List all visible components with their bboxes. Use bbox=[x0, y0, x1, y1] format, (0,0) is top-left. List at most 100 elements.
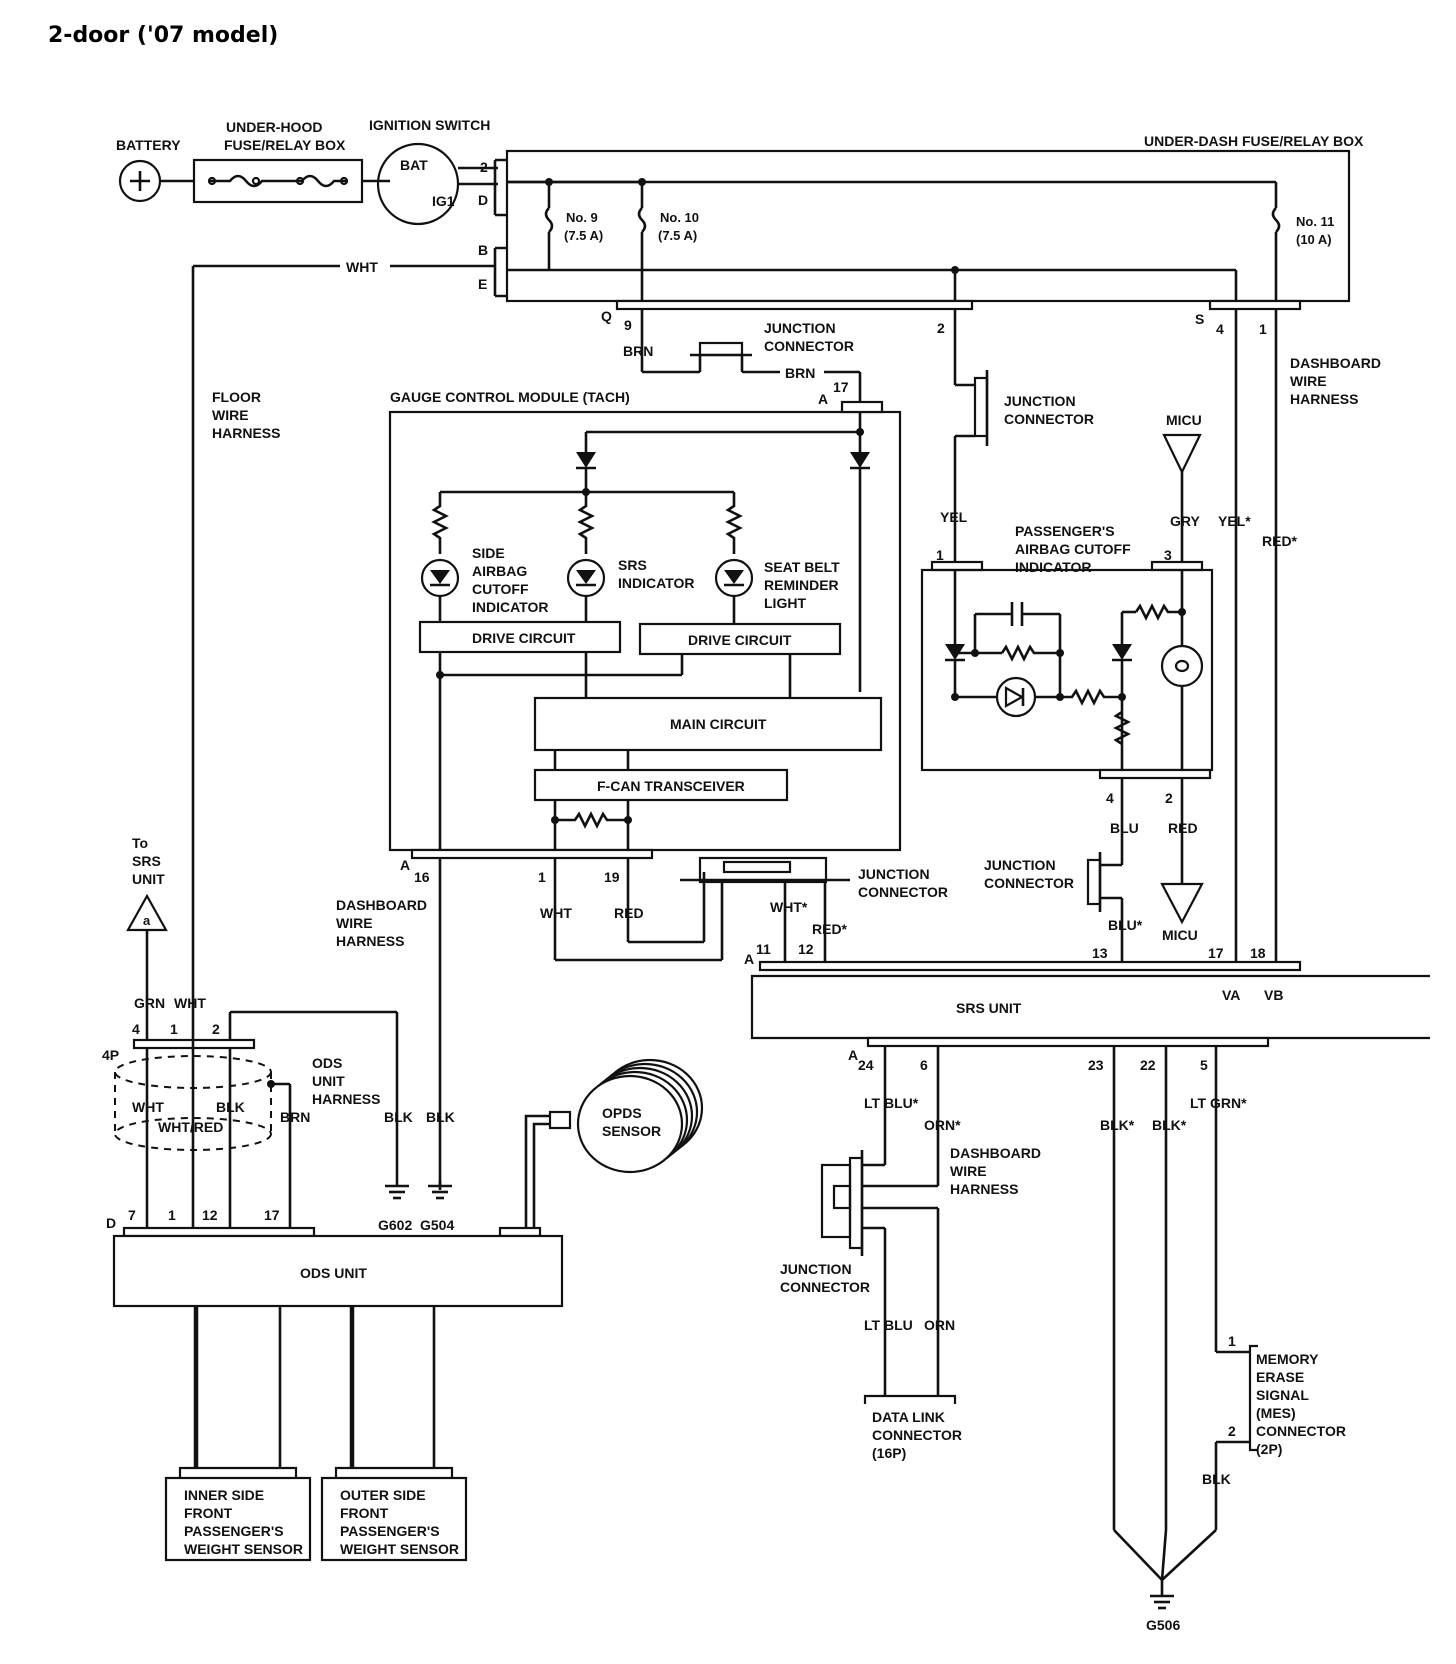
srs-pin-18: 18 bbox=[1250, 945, 1266, 961]
ods-unit-label: ODS UNIT bbox=[300, 1265, 367, 1281]
pac-pin-1: 1 bbox=[936, 547, 944, 563]
ods-pin-2: 2 bbox=[212, 1021, 220, 1037]
pin-2b: 2 bbox=[937, 320, 945, 336]
data-link-connector: DATA LINK CONNECTOR (16P) bbox=[863, 1394, 962, 1461]
under-hood-fuse-relay-box: UNDER-HOOD FUSE/RELAY BOX bbox=[192, 119, 364, 204]
ods-pin-1: 1 bbox=[170, 1021, 178, 1037]
left-dash-harness-1: DASHBOARD bbox=[336, 897, 427, 913]
micu-bottom-label: MICU bbox=[1162, 927, 1198, 943]
outer-sensor-label-3: PASSENGER'S bbox=[340, 1523, 440, 1539]
gauge-red-label: RED bbox=[614, 905, 644, 921]
whtred-label: WHT/RED bbox=[158, 1119, 223, 1135]
wht-wire-label: WHT bbox=[346, 259, 378, 275]
gauge-pin-16: 16 bbox=[414, 869, 430, 885]
blu-star-label: BLU* bbox=[1108, 917, 1143, 933]
mes-label-4: (MES) bbox=[1256, 1405, 1296, 1421]
ods-d-conn: D bbox=[106, 1215, 116, 1231]
orn-label: ORN bbox=[924, 1317, 955, 1333]
mes-label-6: (2P) bbox=[1256, 1441, 1282, 1457]
junction-srs-label-1: JUNCTION bbox=[780, 1261, 852, 1277]
outer-sensor-label-1: OUTER SIDE bbox=[340, 1487, 426, 1503]
micu-top: MICU bbox=[1162, 412, 1202, 570]
pin-2: 2 bbox=[480, 159, 488, 175]
junction-right2-label-1: JUNCTION bbox=[984, 857, 1056, 873]
srs-dash-harness-3: HARNESS bbox=[950, 1181, 1018, 1197]
to-srs-label-1: To bbox=[132, 835, 148, 851]
fuse-9-rating: (7.5 A) bbox=[564, 228, 603, 243]
ods-harness-shield bbox=[114, 1055, 290, 1151]
outer-sensor-label-2: FRONT bbox=[340, 1505, 389, 1521]
battery-label: BATTERY bbox=[116, 137, 181, 153]
yel-star-label: YEL* bbox=[1218, 513, 1251, 529]
gauge-a17-conn: A bbox=[818, 391, 828, 407]
mes-label-3: SIGNAL bbox=[1256, 1387, 1309, 1403]
ods-harness-label-3: HARNESS bbox=[312, 1091, 380, 1107]
opds-label-1: OPDS bbox=[602, 1105, 642, 1121]
outer-sensor-label-4: WEIGHT SENSOR bbox=[340, 1541, 459, 1557]
seat-belt-label-1: SEAT BELT bbox=[764, 559, 840, 575]
connector-4p: 4P bbox=[102, 1047, 119, 1063]
mes-label-2: ERASE bbox=[1256, 1369, 1304, 1385]
ground-g602: G602 bbox=[378, 1180, 412, 1233]
gauge-pin-19: 19 bbox=[604, 869, 620, 885]
micu-top-label: MICU bbox=[1166, 412, 1202, 428]
srs-dash-harness-1: DASHBOARD bbox=[950, 1145, 1041, 1161]
ignition-switch: IGNITION SWITCH BAT IG1 bbox=[369, 117, 498, 226]
junction-connector-right bbox=[955, 370, 989, 446]
pin-s4: 4 bbox=[1216, 321, 1224, 337]
under-dash-fuse-relay-box: UNDER-DASH FUSE/RELAY BOX No. 9 (7.5 A) … bbox=[493, 133, 1364, 312]
ltblu-label: LT BLU bbox=[864, 1317, 913, 1333]
ground-g504: G504 bbox=[420, 1180, 454, 1233]
floor-harness-2: WIRE bbox=[212, 407, 249, 423]
junction-connector-mid bbox=[680, 856, 850, 970]
blk-g504-label: BLK bbox=[426, 1109, 455, 1125]
blk-shield-label: BLK bbox=[216, 1099, 245, 1115]
srs-indicator-label-1: SRS bbox=[618, 557, 647, 573]
grn-label: GRN bbox=[134, 995, 165, 1011]
srs-dash-harness-2: WIRE bbox=[950, 1163, 987, 1179]
srs-unit-label: SRS UNIT bbox=[956, 1000, 1022, 1016]
blu-label: BLU bbox=[1110, 820, 1139, 836]
mes-label-1: MEMORY bbox=[1256, 1351, 1319, 1367]
pin-q9: 9 bbox=[624, 317, 632, 333]
mes-pin-1: 1 bbox=[1228, 1333, 1236, 1349]
g506-label: G506 bbox=[1146, 1617, 1180, 1633]
right-dash-harness-2: WIRE bbox=[1290, 373, 1327, 389]
g504-label: G504 bbox=[420, 1217, 454, 1233]
to-srs-label-3: UNIT bbox=[132, 871, 165, 887]
ods-harness-label-1: ODS bbox=[312, 1055, 342, 1071]
pin-b: B bbox=[478, 242, 488, 258]
drive-circuit-2: DRIVE CIRCUIT bbox=[688, 632, 792, 648]
junction-top-label-2: CONNECTOR bbox=[764, 338, 854, 354]
floor-harness-1: FLOOR bbox=[212, 389, 261, 405]
srs-pin-5: 5 bbox=[1200, 1057, 1208, 1073]
under-dash-label: UNDER-DASH FUSE/RELAY BOX bbox=[1144, 133, 1364, 149]
side-airbag-label-4: INDICATOR bbox=[472, 599, 548, 615]
ods-d-pin-12: 12 bbox=[202, 1207, 218, 1223]
srs-pin-6: 6 bbox=[920, 1057, 928, 1073]
pin-1: 1 bbox=[1259, 321, 1267, 337]
battery: BATTERY bbox=[116, 137, 181, 203]
srs-pin-13: 13 bbox=[1092, 945, 1108, 961]
pin-d: D bbox=[478, 192, 488, 208]
inner-sensor-label-2: FRONT bbox=[184, 1505, 233, 1521]
gauge-title: GAUGE CONTROL MODULE (TACH) bbox=[390, 389, 630, 405]
mid-a-conn: A bbox=[744, 951, 754, 967]
mes-blk-label: BLK bbox=[1202, 1471, 1231, 1487]
junction-right2-label-2: CONNECTOR bbox=[984, 875, 1074, 891]
to-srs-triangle-label: a bbox=[143, 913, 151, 928]
red-label: RED bbox=[1168, 820, 1198, 836]
ods-d-pin-1: 1 bbox=[168, 1207, 176, 1223]
blk-g602-label: BLK bbox=[384, 1109, 413, 1125]
fuse-11-label: No. 11 bbox=[1296, 214, 1334, 229]
to-srs-label-2: SRS bbox=[132, 853, 161, 869]
junction-mid-label-1: JUNCTION bbox=[858, 866, 930, 882]
fuse-10-label: No. 10 bbox=[660, 210, 699, 225]
fuse-10-rating: (7.5 A) bbox=[658, 228, 697, 243]
inner-sensor-label-1: INNER SIDE bbox=[184, 1487, 264, 1503]
right-dash-harness-1: DASHBOARD bbox=[1290, 355, 1381, 371]
inner-sensor-label-4: WEIGHT SENSOR bbox=[184, 1541, 303, 1557]
ltblu-star-label: LT BLU* bbox=[864, 1095, 919, 1111]
yel-label: YEL bbox=[940, 509, 968, 525]
